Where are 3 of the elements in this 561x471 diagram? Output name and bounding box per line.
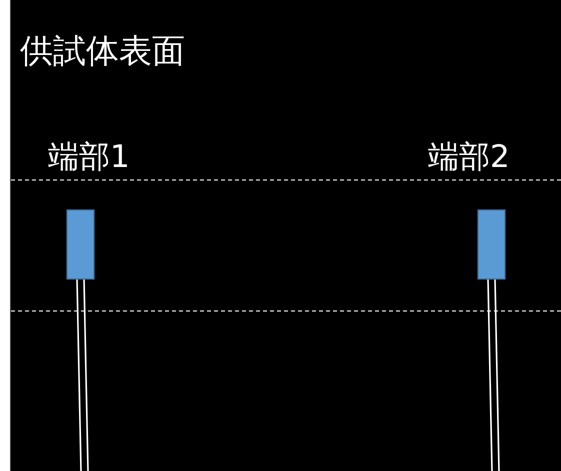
end-label: 端部2 [428, 142, 510, 173]
end-label: 端部1 [48, 142, 130, 173]
title: 供試体表面 [20, 34, 185, 67]
